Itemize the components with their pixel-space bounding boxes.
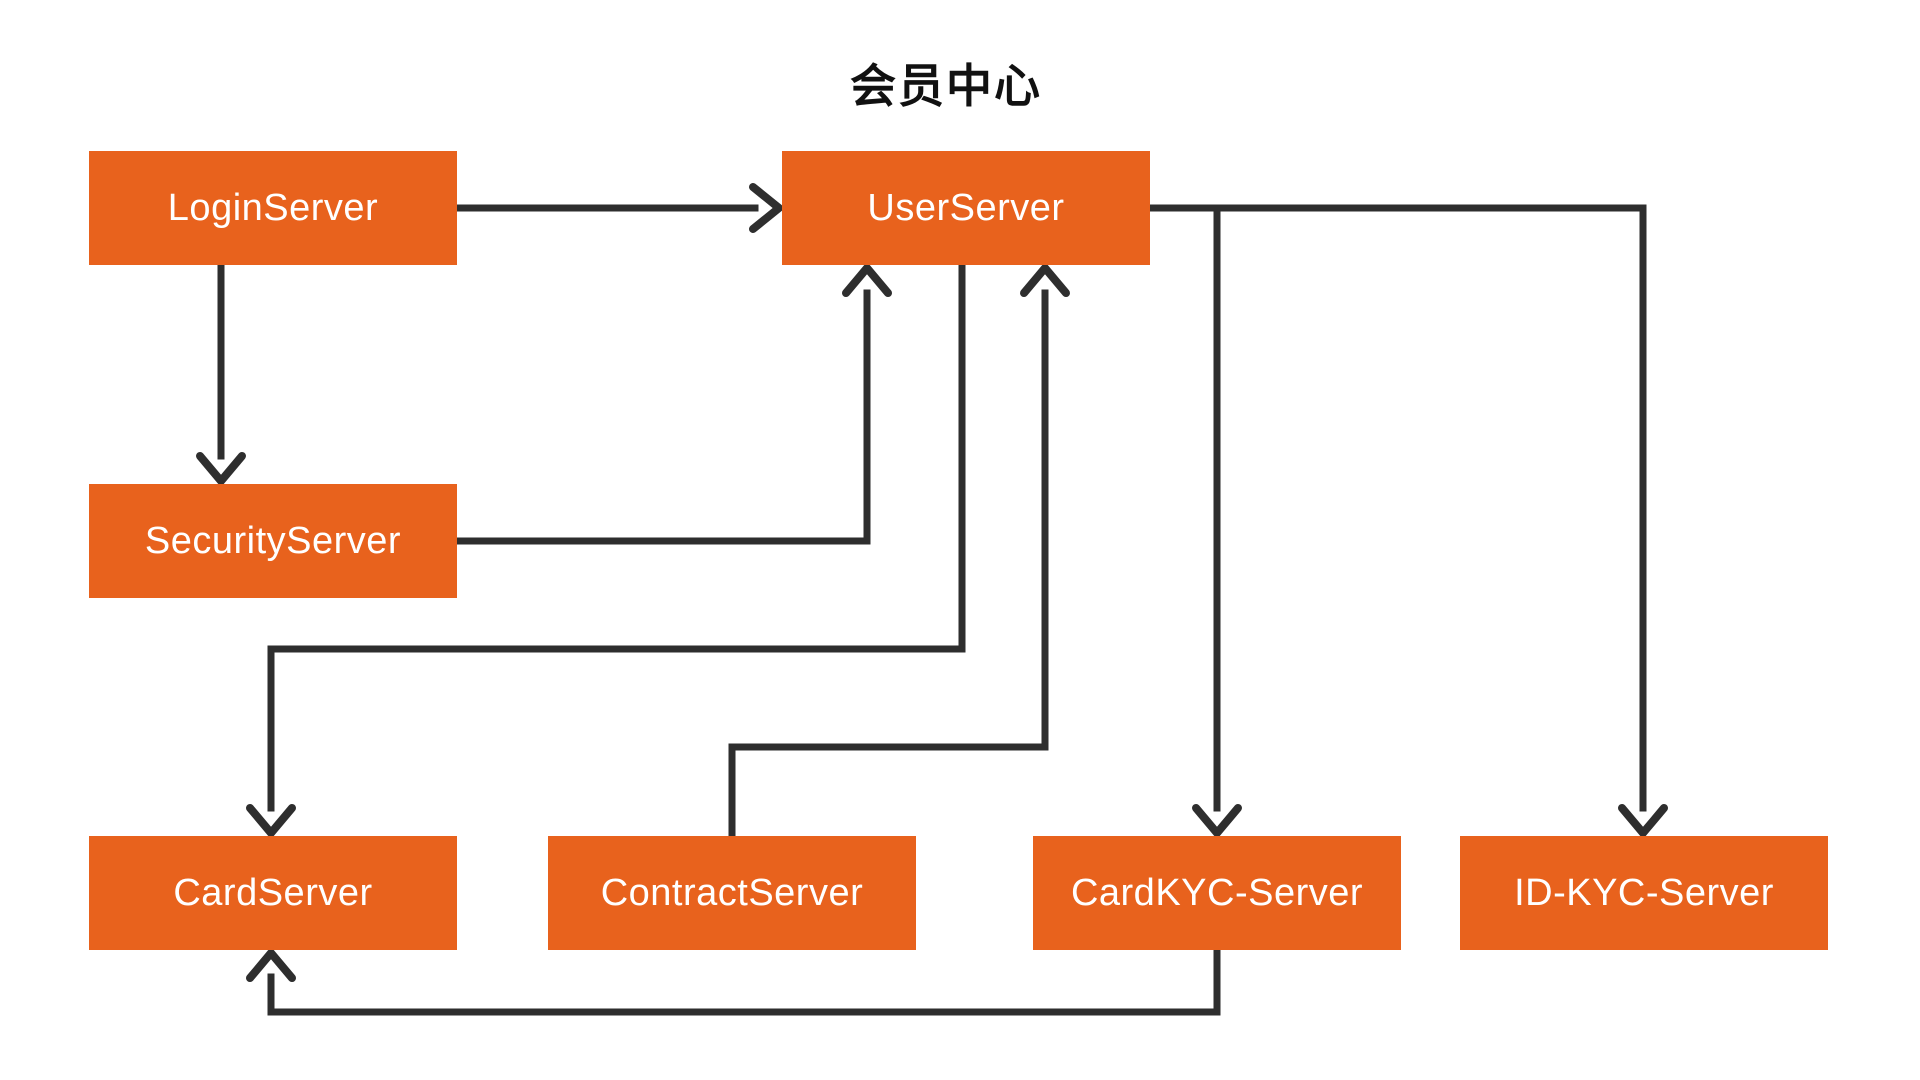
edge-user-to-card [246,261,966,837]
edge-cardkyc-to-card [246,946,1221,1016]
node-id-kyc-server-label: ID-KYC-Server [1514,871,1774,914]
node-loginserver-label: LoginServer [167,186,379,229]
node-contractserver-label: ContractServer [600,871,864,914]
edge-login-to-user [453,183,783,233]
node-securityserver: SecurityServer [89,484,457,598]
node-securityserver-label: SecurityServer [144,519,402,562]
edge-security-to-user [453,264,892,545]
node-cardkyc-server: CardKYC-Server [1033,836,1401,950]
node-contractserver: ContractServer [548,836,916,950]
edge-user-to-idkyc [1146,204,1668,837]
edge-user-to-cardkyc [1192,204,1242,837]
node-cardserver-label: CardServer [173,871,373,914]
node-cardserver: CardServer [89,836,457,950]
diagram-title: 会员中心 [850,60,1042,112]
node-userserver-label: UserServer [867,186,1065,229]
node-cardkyc-server-label: CardKYC-Server [1070,871,1364,914]
edge-login-to-security [196,261,246,485]
node-id-kyc-server: ID-KYC-Server [1460,836,1828,950]
edge-contract-to-user [728,264,1070,840]
node-userserver: UserServer [782,151,1150,265]
node-loginserver: LoginServer [89,151,457,265]
